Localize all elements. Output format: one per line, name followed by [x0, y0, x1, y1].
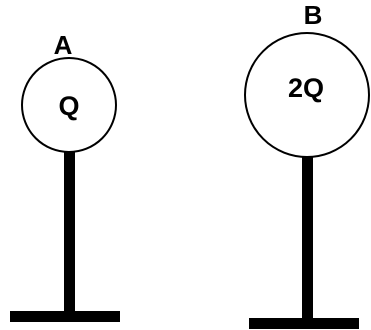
sphere-a-assembly: A Q	[10, 30, 120, 322]
sphere-a-charge-label: Q	[58, 91, 79, 121]
sphere-a-label: A	[54, 30, 73, 60]
sphere-b-stand-rod	[302, 157, 313, 322]
sphere-b-label: B	[304, 0, 323, 30]
sphere-b-charge-label: 2Q	[288, 73, 324, 103]
sphere-b-assembly: B 2Q	[244, 0, 370, 329]
sphere-a-stand-base	[10, 311, 120, 322]
sphere-b-stand-base	[249, 318, 359, 329]
sphere-a-stand-rod	[64, 152, 75, 315]
